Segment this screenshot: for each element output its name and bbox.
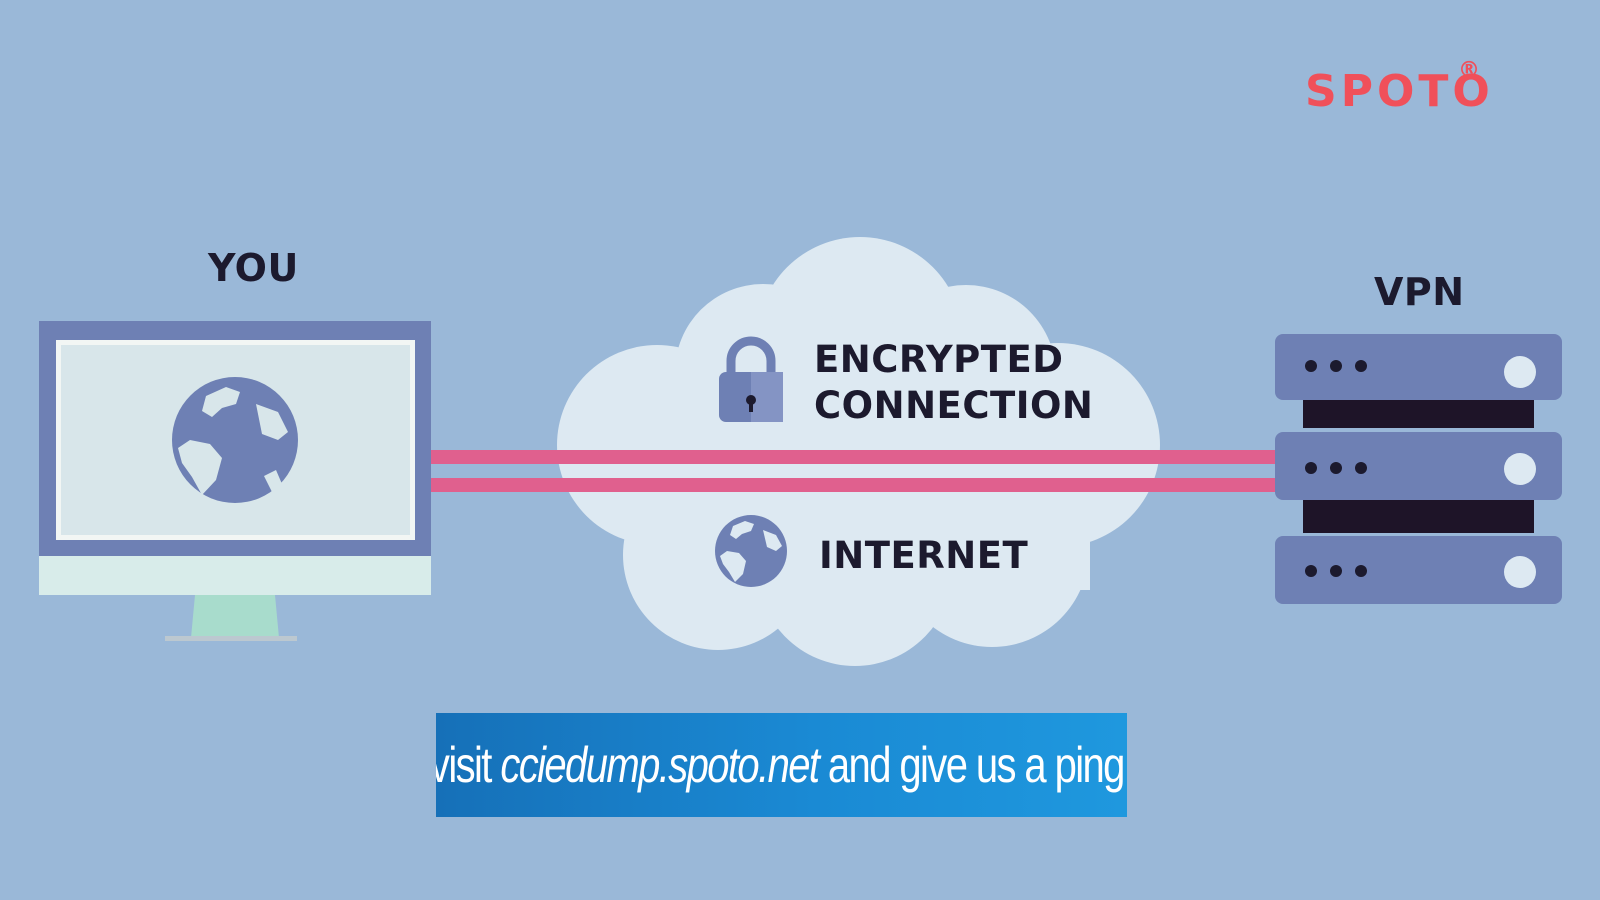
banner-text: visit cciedump.spoto.net and give us a p… xyxy=(436,736,1127,794)
banner-url[interactable]: cciedump.spoto.net xyxy=(500,737,820,793)
registered-mark: ® xyxy=(1458,58,1480,83)
lock-icon xyxy=(719,336,783,422)
vpn-label: VPN xyxy=(1374,270,1465,314)
banner-suffix: and give us a ping. xyxy=(818,737,1127,793)
encrypted-label: ENCRYPTED xyxy=(814,338,1064,381)
you-label: YOU xyxy=(208,246,299,290)
computer-monitor-icon xyxy=(39,321,431,641)
connection-label: CONNECTION xyxy=(814,384,1094,427)
globe-icon xyxy=(172,377,298,503)
connection-lines xyxy=(430,450,1280,492)
server-rack-icon xyxy=(1275,334,1562,604)
internet-label: INTERNET xyxy=(819,534,1029,577)
banner-prefix: visit xyxy=(436,737,501,793)
brand-logo: SPOTO xyxy=(1305,66,1494,117)
promo-banner: visit cciedump.spoto.net and give us a p… xyxy=(436,713,1127,817)
globe-icon xyxy=(715,515,787,587)
cloud-icon xyxy=(557,237,1160,666)
